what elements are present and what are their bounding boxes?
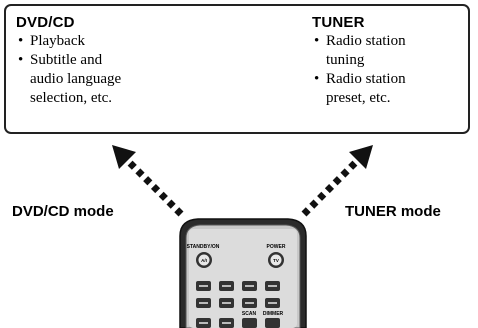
dvd-item-playback: Playback (16, 32, 216, 51)
info-panel: DVD/CD Playback Subtitle and audio langu… (4, 4, 470, 134)
dvd-cd-title: DVD/CD (16, 14, 75, 31)
dimmer-label: DIMMER (263, 311, 284, 317)
svg-text:TV: TV (273, 258, 279, 263)
dvd-cd-arrow (112, 145, 184, 217)
dvd-cd-section: DVD/CD Playback Subtitle and audio langu… (16, 14, 216, 108)
dvd-cd-mode-label: DVD/CD mode (12, 203, 114, 220)
svg-text:A/I: A/I (201, 258, 207, 263)
power-label: POWER (267, 244, 286, 250)
tuner-title: TUNER (312, 14, 365, 31)
dimmer-key[interactable] (265, 318, 280, 328)
dvd-item-subtitle: Subtitle and audio language selection, e… (16, 51, 216, 108)
scan-key[interactable] (242, 318, 257, 328)
remote-control: STANDBY/ON A/I POWER TV (179, 218, 307, 328)
tuner-section: TUNER Radio station tuning Radio station… (312, 14, 472, 108)
tuner-arrow (301, 145, 373, 217)
tuner-item-tuning: Radio station tuning (312, 32, 472, 70)
remote-button-grid (196, 281, 280, 328)
tuner-mode-label: TUNER mode (345, 203, 441, 220)
standby-label: STANDBY/ON (187, 244, 220, 250)
scan-label: SCAN (242, 311, 257, 317)
tuner-item-preset: Radio station preset, etc. (312, 70, 472, 108)
